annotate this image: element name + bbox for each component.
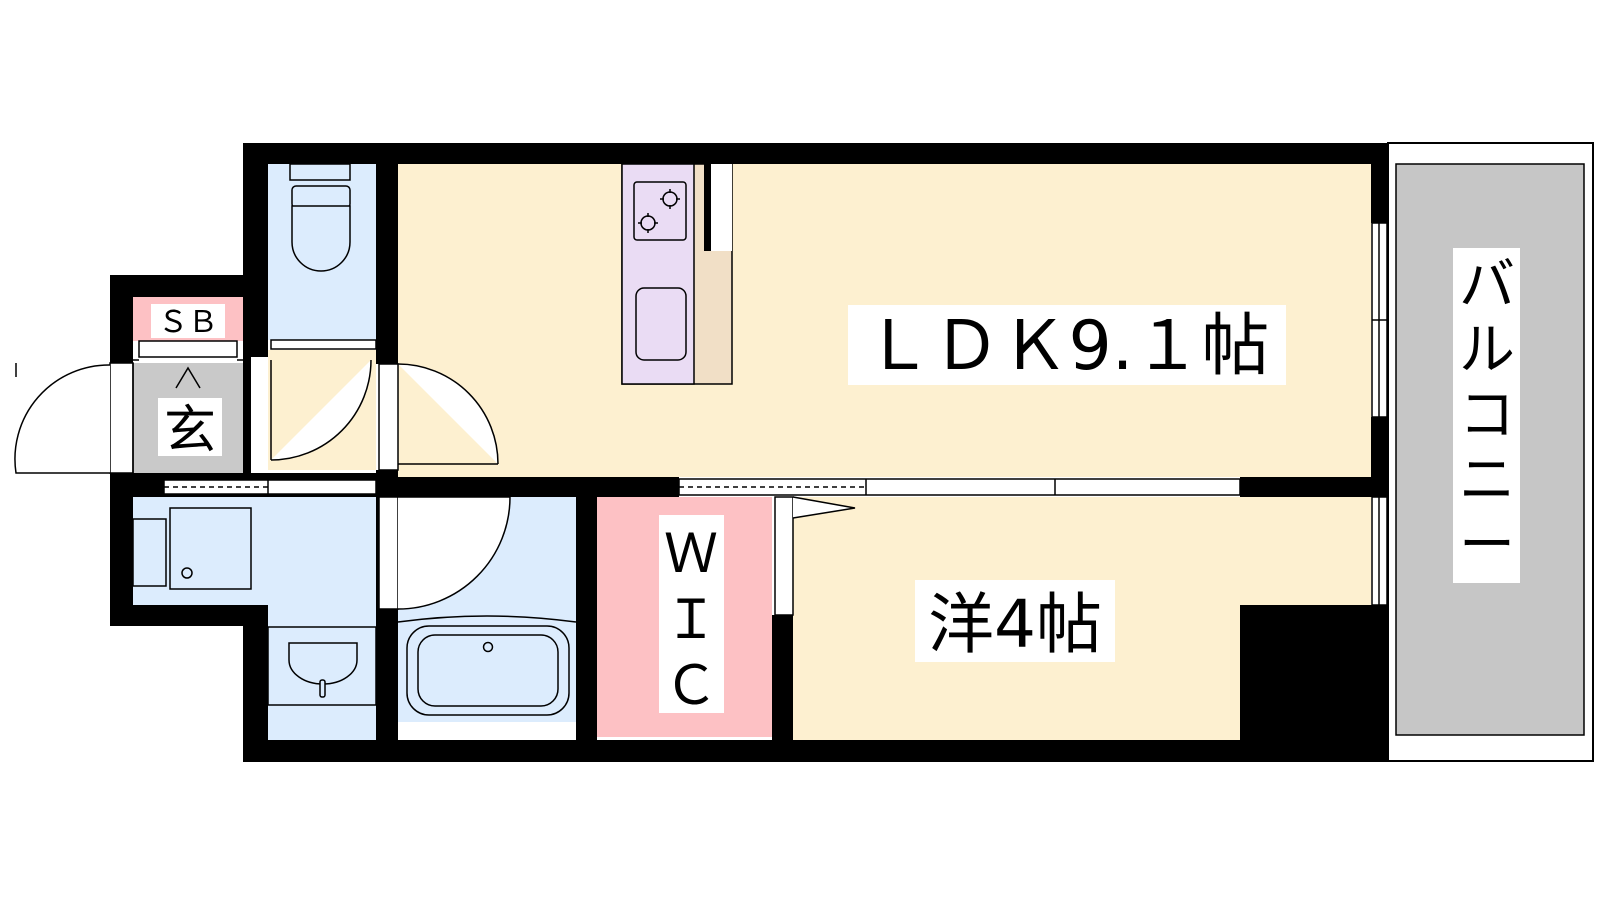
western-label-bg: [915, 580, 1115, 662]
wic-label-line: Ｉ: [664, 588, 718, 651]
wic-label-line: Ｗ: [664, 522, 718, 585]
stove-icon: [633, 181, 687, 241]
wic-label: Ｗ Ｉ Ｃ: [664, 522, 718, 717]
kitchen-sink-icon: [635, 287, 687, 361]
doors: [14, 339, 856, 616]
toilet-icon: [289, 163, 351, 272]
balcony-label-char: ル: [1459, 318, 1515, 383]
washing-machine-icon: [132, 507, 252, 590]
walls: [110, 143, 1388, 762]
entrance-step: [132, 340, 243, 473]
ldk-label: ＬＤＫ9.１帖: [865, 307, 1270, 386]
shoe-box-label-bg: [151, 304, 225, 338]
balcony-label-char: ニ: [1459, 448, 1515, 513]
entrance-label: 玄: [164, 401, 216, 461]
balcony-label-char: バ: [1459, 253, 1515, 318]
entrance-label-bg: [158, 398, 222, 456]
bathtub-icon: [397, 615, 577, 716]
balcony-windows: [1371, 222, 1388, 606]
sliding-doors: [163, 478, 1241, 496]
washbasin-icon: [267, 626, 377, 706]
balcony-label-char: コ: [1459, 383, 1515, 448]
wic-label-line: Ｃ: [664, 654, 718, 717]
balcony-label: バ ル コ ニ ー: [1459, 253, 1515, 578]
ldk-label-bg: [848, 305, 1286, 385]
shoe-box-label: ＳＢ: [158, 305, 218, 340]
balcony-label-bg: [1453, 248, 1520, 583]
wic-label-bg: [659, 515, 724, 713]
western-label: 洋4帖: [928, 586, 1102, 663]
balcony-label-char: ー: [1459, 513, 1515, 578]
